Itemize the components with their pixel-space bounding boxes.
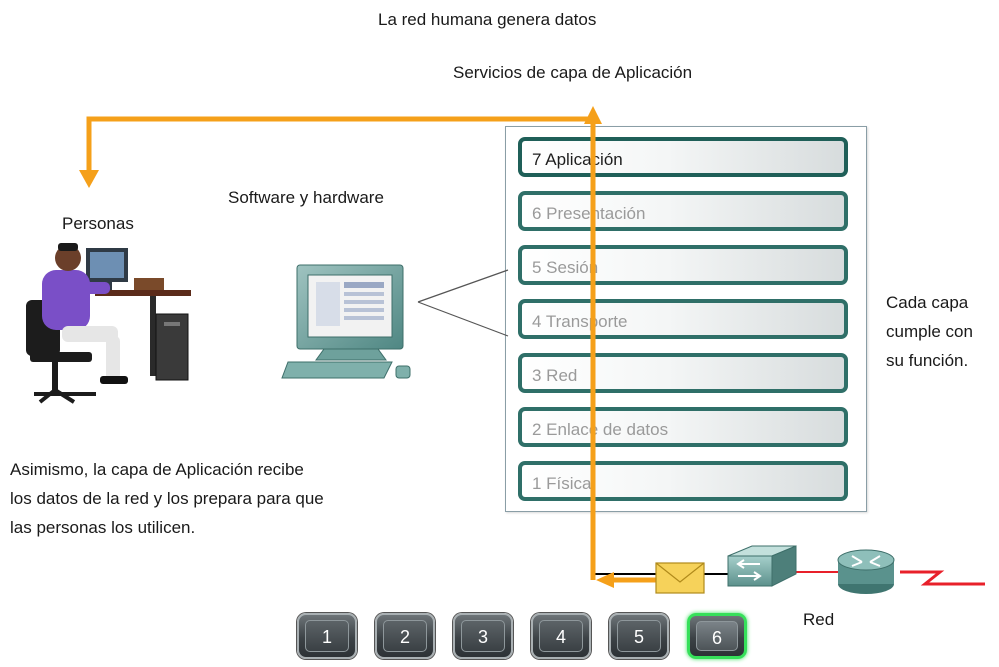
step-button-label: 3 (477, 627, 488, 647)
step-button-label: 1 (321, 627, 332, 647)
layer-label: 1 Física (532, 474, 592, 493)
side-note-line: cumple con (886, 322, 973, 341)
router-icon (837, 549, 895, 594)
computer-icon (281, 264, 411, 379)
wan-link-icon (900, 570, 985, 586)
layer-label: 7 Aplicación (532, 150, 623, 169)
software-hardware-label: Software y hardware (228, 188, 384, 207)
step-button-label: 4 (555, 627, 566, 647)
layer-label: 2 Enlace de datos (532, 420, 669, 439)
description-line: los datos de la red y los prepara para q… (10, 489, 324, 508)
side-note-line: su función. (886, 351, 969, 370)
side-note: Cada capa cumple con su función. (886, 288, 973, 375)
step-button-5[interactable]: 5 (609, 613, 669, 659)
description-line: las personas los utilicen. (10, 518, 196, 537)
description: Asimismo, la capa de Aplicación recibe l… (10, 455, 324, 542)
layer-label: 4 Transporte (532, 312, 628, 331)
network-label: Red (803, 610, 835, 629)
data-flow-arrow (79, 106, 660, 588)
diagram-title: La red humana genera datos (378, 10, 597, 29)
step-button-label: 6 (711, 628, 722, 648)
layer-data-link: 2 Enlace de datos (518, 407, 848, 447)
layer-transport: 4 Transporte (518, 299, 848, 339)
step-button-3[interactable]: 3 (453, 613, 513, 659)
step-button-label: 5 (633, 627, 644, 647)
step-button-4[interactable]: 4 (531, 613, 591, 659)
diagram-subtitle: Servicios de capa de Aplicación (453, 63, 693, 82)
switch-icon (727, 545, 797, 587)
callout-lines (417, 269, 509, 337)
layer-application: 7 Aplicación (518, 137, 848, 177)
layer-physical: 1 Física (518, 461, 848, 501)
side-note-line: Cada capa (886, 293, 969, 312)
description-line: Asimismo, la capa de Aplicación recibe (10, 460, 304, 479)
osi-layers-panel: 7 Aplicación 6 Presentación 5 Sesión 4 T… (505, 126, 867, 512)
step-button-2[interactable]: 2 (375, 613, 435, 659)
step-button-6[interactable]: 6 (687, 613, 747, 659)
personas-label: Personas (62, 214, 134, 233)
envelope-icon (655, 562, 705, 594)
arrow-down-icon (79, 170, 99, 188)
layer-network: 3 Red (518, 353, 848, 393)
layer-label: 3 Red (532, 366, 578, 385)
layer-session: 5 Sesión (518, 245, 848, 285)
layer-label: 5 Sesión (532, 258, 599, 277)
person-at-desk-illustration (26, 243, 191, 404)
layer-presentation: 6 Presentación (518, 191, 848, 231)
layer-label: 6 Presentación (532, 204, 646, 223)
arrow-left-icon (596, 572, 614, 588)
step-button-label: 2 (399, 627, 410, 647)
step-button-1[interactable]: 1 (297, 613, 357, 659)
